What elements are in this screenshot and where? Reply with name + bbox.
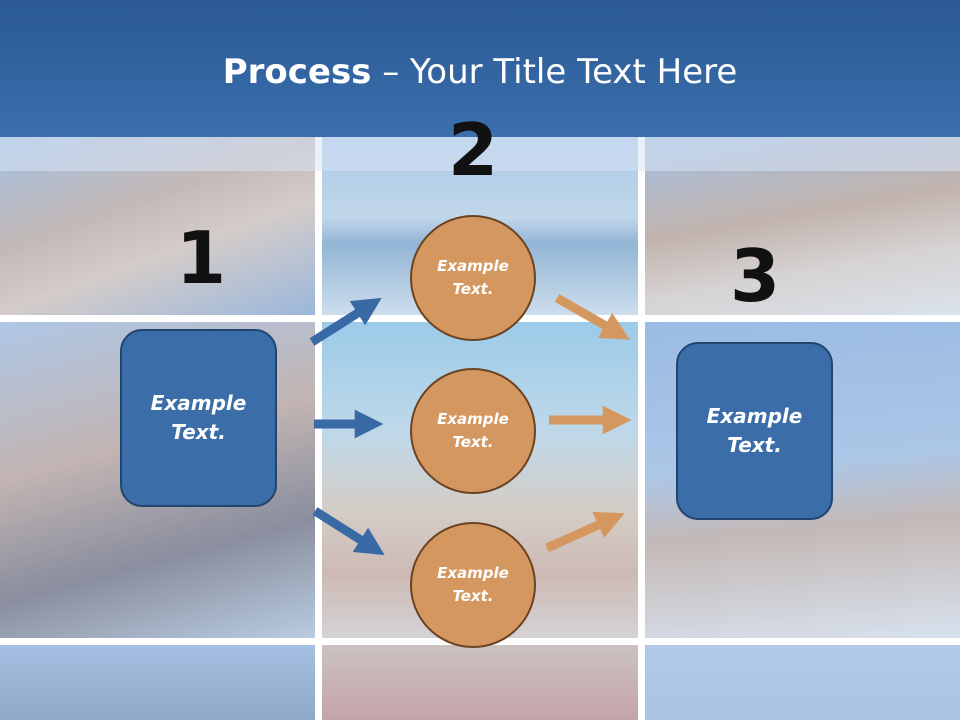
header-shadow-band: [0, 137, 960, 171]
photo-tile: [322, 645, 638, 720]
step-2-circle-bottom[interactable]: Example Text.: [410, 522, 536, 648]
photo-tile: [645, 645, 960, 720]
step-1-box-text: Example Text.: [150, 391, 247, 444]
step-2-circle-middle[interactable]: Example Text.: [410, 368, 536, 494]
step-3-box-text: Example Text.: [706, 404, 803, 457]
slide-title[interactable]: Process – Your Title Text Here: [0, 52, 960, 92]
circle-text: Example Text.: [437, 257, 509, 298]
step-number-2[interactable]: 2: [448, 108, 499, 192]
step-1-box[interactable]: Example Text.: [120, 329, 277, 507]
step-2-circle-top[interactable]: Example Text.: [410, 215, 536, 341]
circle-text: Example Text.: [437, 410, 509, 451]
step-number-1[interactable]: 1: [176, 216, 227, 300]
photo-tile: [0, 645, 315, 720]
slide-header: [0, 0, 960, 137]
step-number-3[interactable]: 3: [730, 234, 781, 318]
step-3-box[interactable]: Example Text.: [676, 342, 833, 520]
circle-text: Example Text.: [437, 564, 509, 605]
title-rest: – Your Title Text Here: [371, 52, 738, 92]
title-strong: Process: [222, 52, 372, 92]
